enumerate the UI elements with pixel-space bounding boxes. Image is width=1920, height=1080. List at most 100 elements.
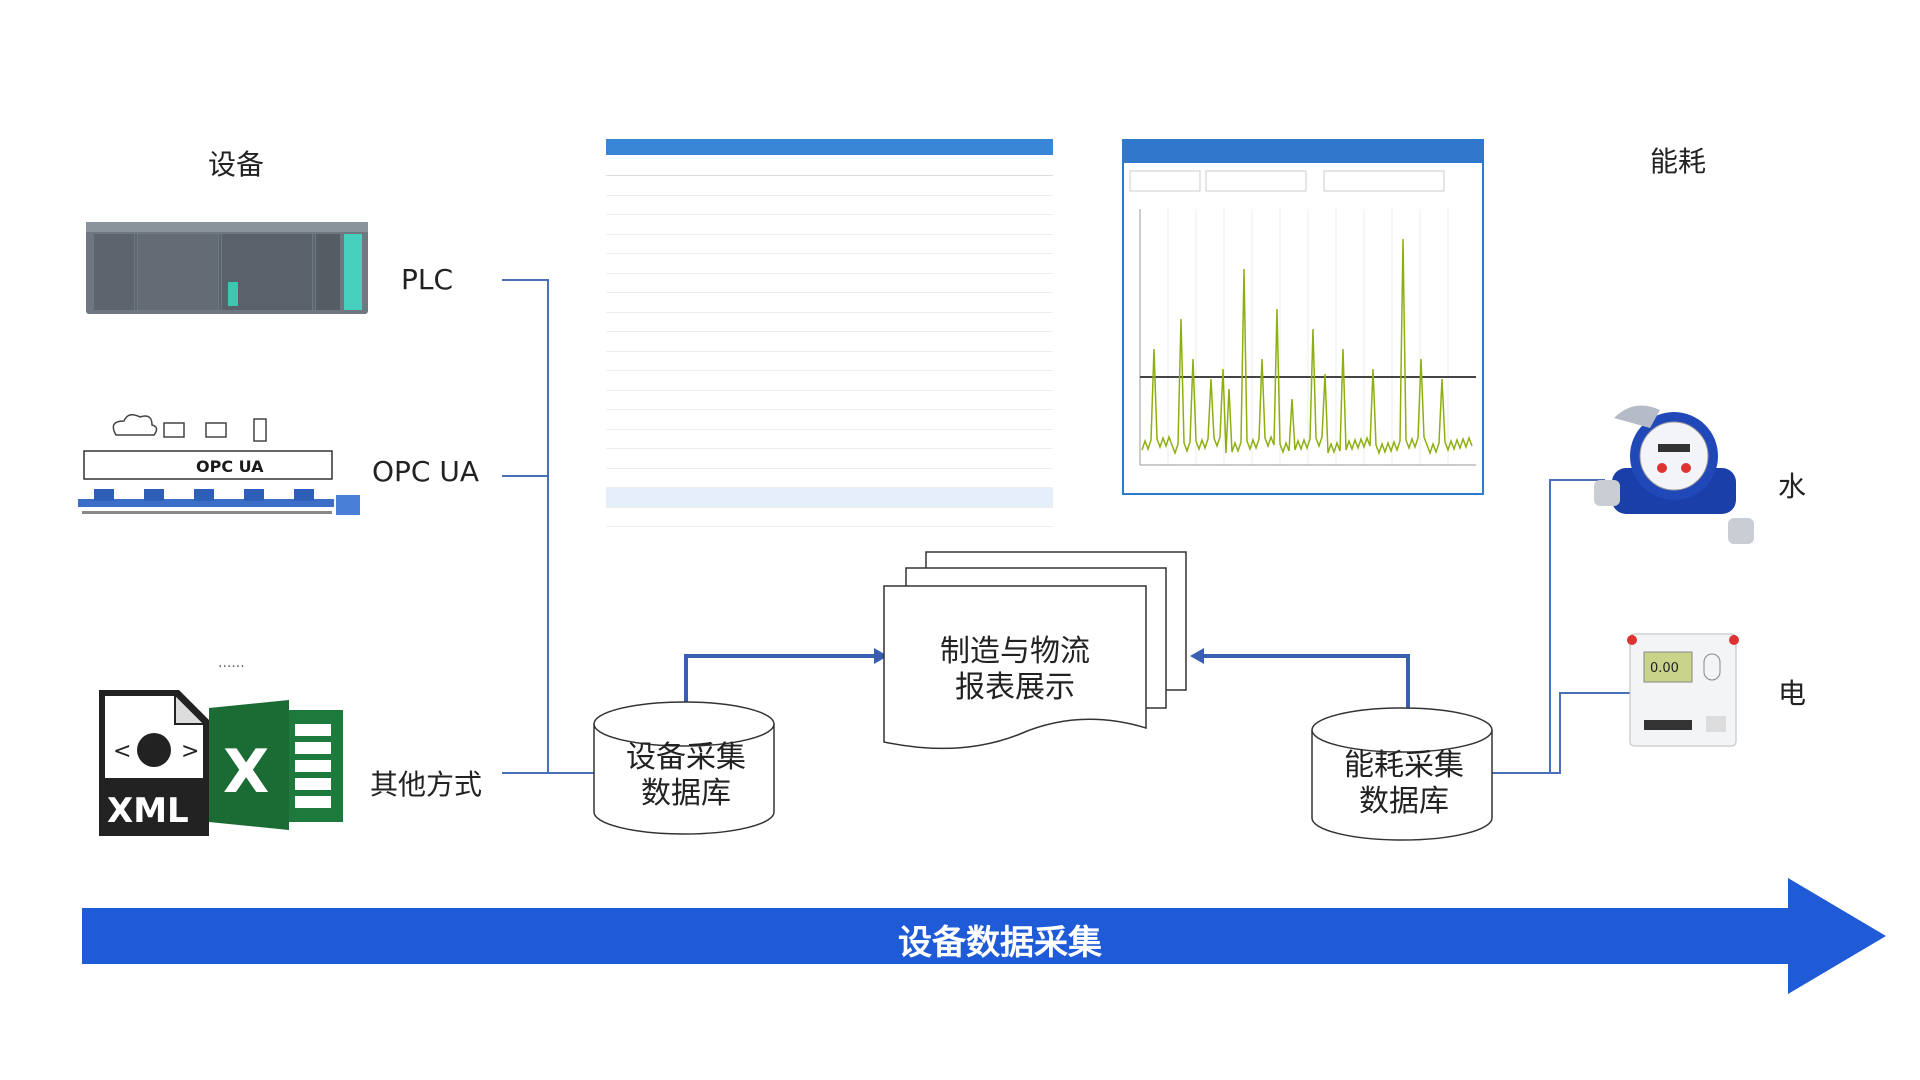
report-table-cell xyxy=(709,409,744,430)
report-table-cell xyxy=(812,370,847,391)
report-table-cell xyxy=(606,234,641,254)
report-table-cell xyxy=(846,409,881,430)
report-table-cell xyxy=(743,292,778,313)
report-table-cell xyxy=(709,312,744,332)
report-table-cell xyxy=(984,507,1019,527)
report-table-cell xyxy=(881,507,916,527)
report-table-cell xyxy=(674,487,710,508)
other-methods-label: 其他方式 xyxy=(370,768,483,801)
report-table-cell xyxy=(846,468,881,488)
report-table-cell xyxy=(674,253,710,274)
report-table-cell xyxy=(915,292,950,313)
report-table-cell xyxy=(812,507,847,527)
report-table-cell xyxy=(743,468,778,488)
trend-chart-plot xyxy=(1129,170,1476,466)
report-table-cell xyxy=(1018,487,1053,508)
report-table-cell xyxy=(984,468,1019,488)
report-table-cell xyxy=(984,331,1019,352)
report-table-cell xyxy=(743,409,778,430)
report-table-cell xyxy=(606,253,641,274)
report-table-cell xyxy=(881,390,916,410)
report-table-row xyxy=(606,409,1053,430)
report-table-cell xyxy=(1018,312,1053,332)
report-table-row xyxy=(606,448,1053,469)
report-table-cell xyxy=(674,292,710,313)
report-table-cell xyxy=(949,234,985,254)
report-table-cell xyxy=(743,351,778,371)
report-table-cell xyxy=(984,195,1019,215)
ellipsis-label: ...... xyxy=(218,655,245,671)
opc-logo-text: OPC UA xyxy=(196,457,264,476)
report-table-cell xyxy=(743,390,778,410)
report-table-cell xyxy=(1018,468,1053,488)
report-table-cell xyxy=(1018,351,1053,371)
report-table-cell xyxy=(1018,214,1053,235)
report-table-cell xyxy=(915,390,950,410)
svg-text:<: < xyxy=(113,739,131,764)
flow-arrowhead-right xyxy=(1190,648,1204,664)
report-table-cell xyxy=(709,507,744,527)
opc-ua-label: OPC UA xyxy=(372,455,480,488)
report-table-cell xyxy=(743,312,778,332)
report-table-cell xyxy=(915,370,950,391)
report-document-stack xyxy=(883,551,1187,750)
report-table-cell xyxy=(1018,390,1053,410)
report-table-cell xyxy=(881,195,916,215)
report-table-cell xyxy=(1018,175,1053,196)
report-table-cell xyxy=(881,273,916,293)
report-table-cell xyxy=(640,253,675,274)
report-table-cell xyxy=(777,175,813,196)
report-table-cell xyxy=(949,370,985,391)
equipment-db-label: 设备采集 数据库 xyxy=(594,740,778,812)
report-table-cell xyxy=(812,312,847,332)
energy-db-line1: 能耗采集 xyxy=(1344,748,1464,783)
report-table-cell xyxy=(709,351,744,371)
report-table-cell xyxy=(984,234,1019,254)
report-table-row xyxy=(606,253,1053,274)
report-table-cell xyxy=(949,292,985,313)
report-document-label: 制造与物流 报表展示 xyxy=(884,634,1146,706)
report-table-cell xyxy=(846,253,881,274)
report-table-cell xyxy=(640,234,675,254)
report-table-cell xyxy=(674,429,710,449)
report-table-cell xyxy=(709,390,744,410)
report-table-cell xyxy=(640,351,675,371)
report-table-cell xyxy=(606,351,641,371)
report-table-cell xyxy=(949,468,985,488)
report-table-cell xyxy=(846,507,881,527)
report-table-cell xyxy=(949,351,985,371)
report-table-cell xyxy=(606,370,641,391)
report-table-cell xyxy=(606,195,641,215)
report-table-cell xyxy=(743,507,778,527)
report-table-cell xyxy=(640,370,675,391)
svg-text:>: > xyxy=(181,739,199,764)
report-table-cell xyxy=(915,448,950,469)
report-table-cell xyxy=(812,448,847,469)
report-table-cell xyxy=(846,273,881,293)
report-table-row xyxy=(606,234,1053,254)
report-table-cell xyxy=(846,234,881,254)
report-table-cell xyxy=(949,214,985,235)
report-table-cell xyxy=(915,468,950,488)
report-table-row xyxy=(606,331,1053,352)
report-table-cell xyxy=(606,507,641,527)
report-table-row xyxy=(606,468,1053,488)
report-table-cell xyxy=(709,273,744,293)
report-table-cell xyxy=(777,292,813,313)
xml-text: XML xyxy=(107,791,189,831)
report-table-cell xyxy=(915,409,950,430)
report-table-cell xyxy=(949,448,985,469)
report-table-cell xyxy=(640,331,675,352)
report-table-cell xyxy=(777,312,813,332)
report-table-header xyxy=(606,139,1053,155)
report-table-cell xyxy=(846,331,881,352)
report-table-cell xyxy=(984,351,1019,371)
report-table-cell xyxy=(846,292,881,313)
report-table-cell xyxy=(915,234,950,254)
report-table-cell xyxy=(674,409,710,430)
report-table-cell xyxy=(606,390,641,410)
report-table-cell xyxy=(606,273,641,293)
report-table-cell xyxy=(640,487,675,508)
report-table-cell xyxy=(640,312,675,332)
